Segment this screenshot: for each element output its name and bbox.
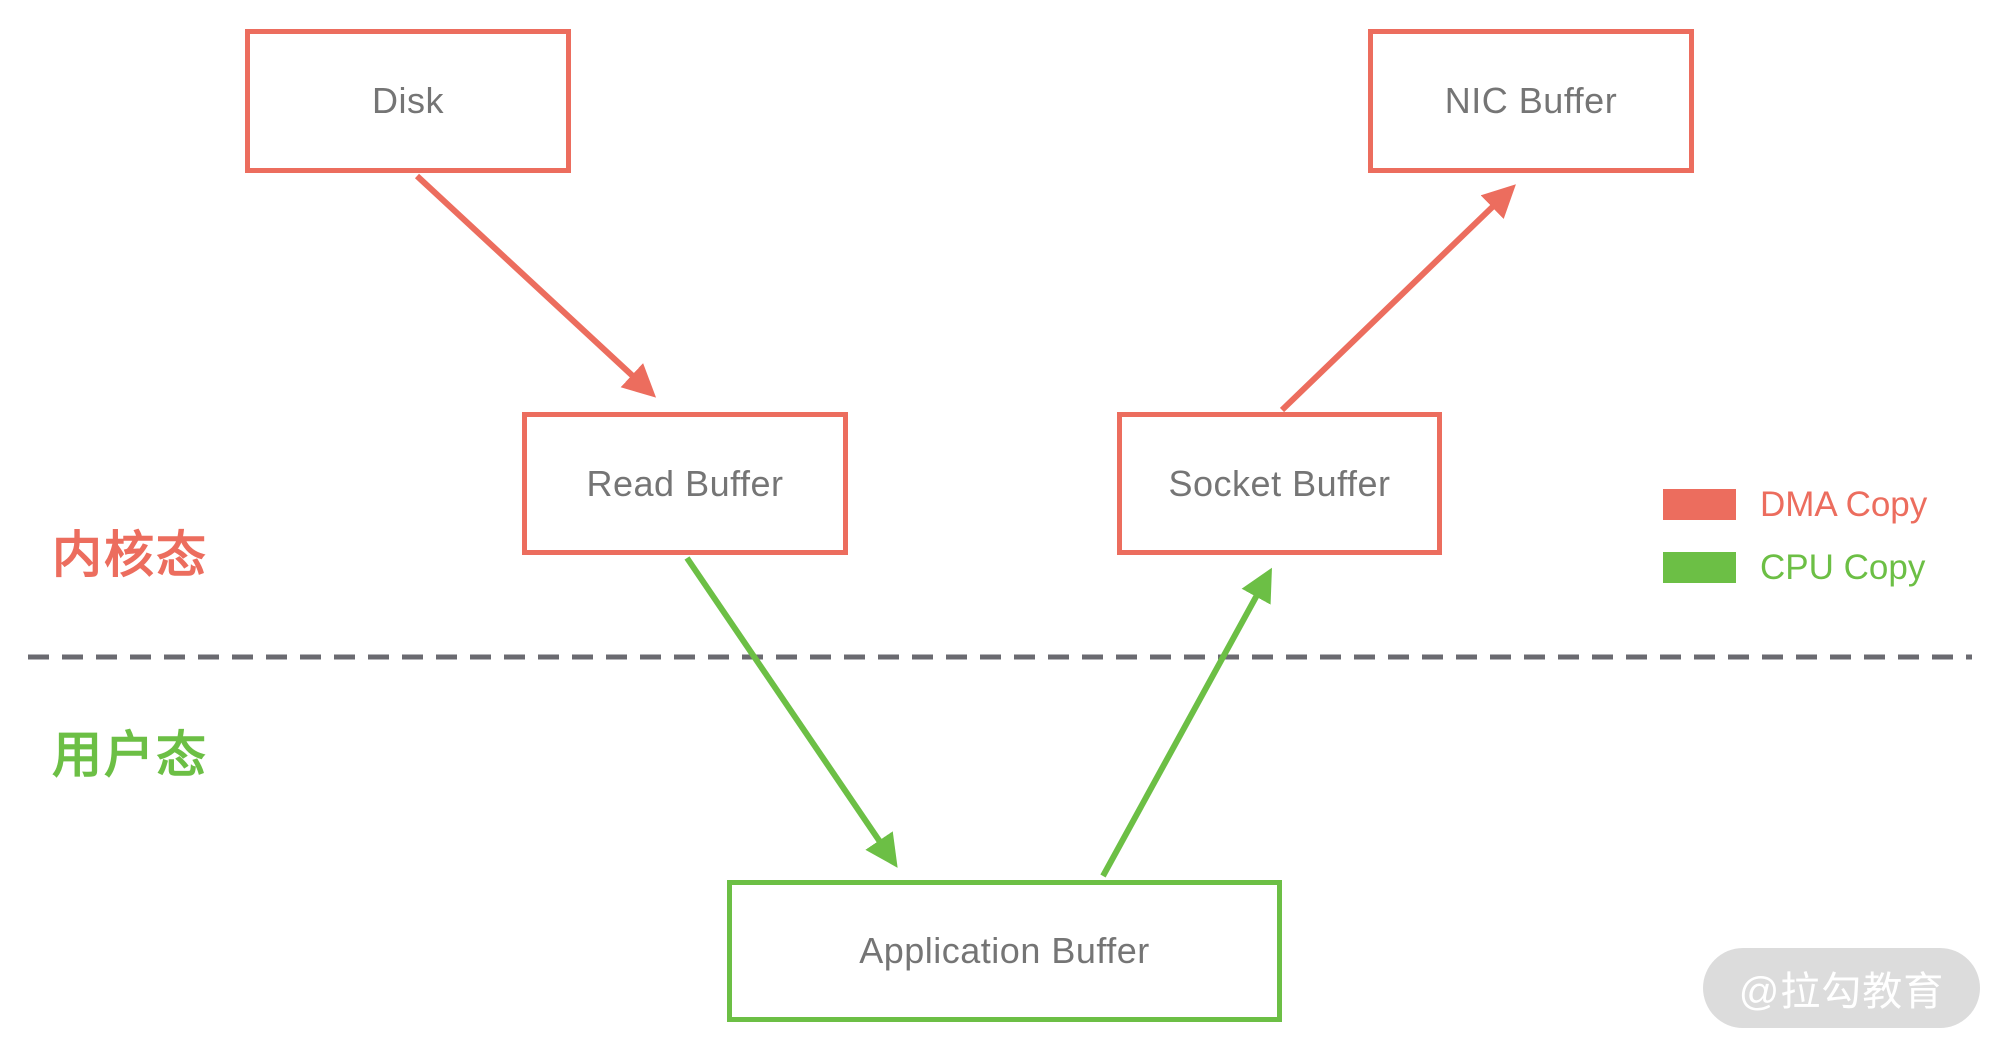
edge-read-buffer-to-application-buffer — [684, 556, 898, 868]
legend-item-cpu-copy: CPU Copy — [1663, 550, 1927, 585]
legend-item-dma-copy: DMA Copy — [1663, 487, 1927, 522]
watermark-text: @拉勾教育 — [1738, 970, 1945, 1014]
dma-copy-swatch — [1663, 489, 1736, 520]
legend: DMA Copy CPU Copy — [1663, 487, 1927, 585]
edge-socket-buffer-to-nic-buffer — [1279, 184, 1516, 413]
node-disk-label: Disk — [372, 80, 444, 121]
cpu-copy-label: CPU Copy — [1760, 548, 1926, 587]
node-application-buffer: Application Buffer — [727, 880, 1282, 1022]
node-read-buffer: Read Buffer — [522, 412, 848, 555]
node-disk: Disk — [245, 29, 571, 173]
node-read-buffer-label: Read Buffer — [586, 462, 784, 504]
edge-application-buffer-to-socket-buffer — [1100, 567, 1272, 878]
dma-copy-label: DMA Copy — [1760, 485, 1928, 524]
user-mode-label: 用户态 — [52, 727, 208, 783]
node-nic-buffer-label: NIC Buffer — [1444, 80, 1618, 121]
edge-disk-to-read-buffer — [414, 173, 657, 398]
node-socket-buffer-label: Socket Buffer — [1168, 462, 1391, 504]
node-nic-buffer: NIC Buffer — [1368, 29, 1694, 173]
cpu-copy-swatch — [1663, 552, 1736, 583]
kernel-mode-label: 内核态 — [52, 527, 208, 583]
node-socket-buffer: Socket Buffer — [1117, 412, 1442, 555]
watermark-badge: @拉勾教育 — [1703, 948, 1980, 1028]
node-application-buffer-label: Application Buffer — [859, 930, 1150, 971]
